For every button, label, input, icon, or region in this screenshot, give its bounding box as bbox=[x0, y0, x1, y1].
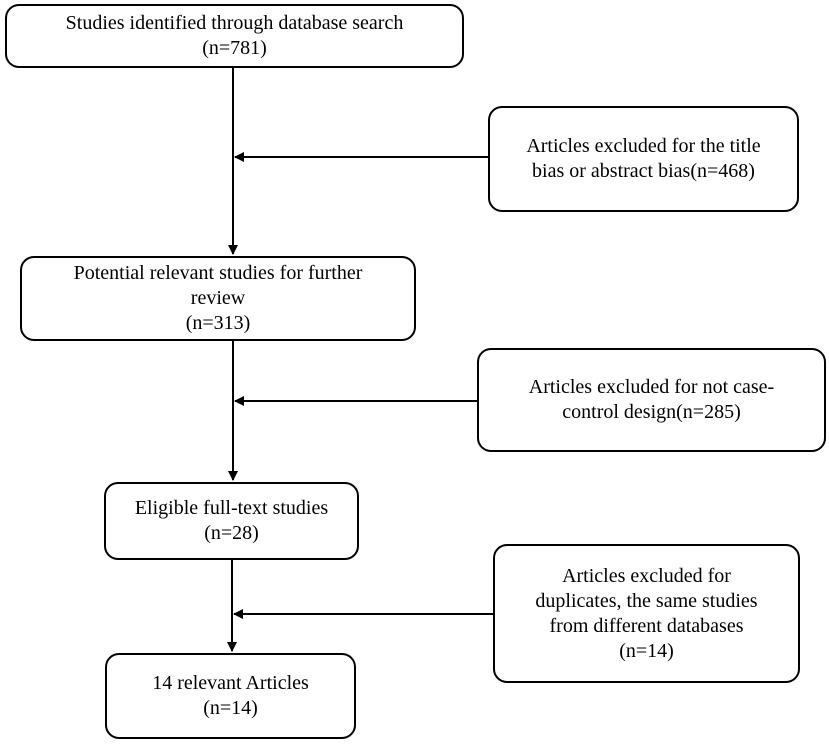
exclusion-3-line-1: Articles excluded for bbox=[562, 564, 731, 587]
included-line-1: 14 relevant Articles bbox=[152, 672, 309, 694]
exclusion-3-line-2: duplicates, the same studies bbox=[535, 589, 758, 612]
identification-box: Studies identified through database sear… bbox=[5, 4, 464, 68]
exclusion-3-line-4: (n=14) bbox=[619, 639, 674, 662]
exclusion-2-line-2: control design(n=285) bbox=[562, 401, 741, 423]
screening-line-3: (n=313) bbox=[185, 312, 251, 334]
exclusion-box-duplicates: Articles excluded for duplicates, the sa… bbox=[493, 544, 800, 683]
identification-line-2: (n=781) bbox=[202, 37, 267, 59]
exclusion-1-line-2: bias or abstract bias(n=468) bbox=[532, 160, 755, 182]
identification-line-1: Studies identified through database sear… bbox=[65, 12, 404, 34]
included-box: 14 relevant Articles (n=14) bbox=[105, 653, 356, 739]
screening-line-2: review bbox=[190, 287, 246, 309]
eligibility-line-2: (n=28) bbox=[204, 522, 259, 544]
exclusion-box-design: Articles excluded for not case- control … bbox=[477, 348, 826, 452]
eligibility-line-1: Eligible full-text studies bbox=[134, 497, 329, 519]
exclusion-1-line-1: Articles excluded for the title bbox=[526, 135, 761, 157]
screening-box: Potential relevant studies for further r… bbox=[20, 256, 416, 341]
exclusion-2-line-1: Articles excluded for not case- bbox=[528, 376, 775, 398]
included-line-2: (n=14) bbox=[203, 697, 258, 719]
eligibility-box: Eligible full-text studies (n=28) bbox=[104, 482, 359, 560]
exclusion-box-title-abstract: Articles excluded for the title bias or … bbox=[488, 106, 799, 212]
screening-line-1: Potential relevant studies for further bbox=[73, 262, 363, 284]
exclusion-3-line-3: from different databases bbox=[549, 614, 744, 637]
